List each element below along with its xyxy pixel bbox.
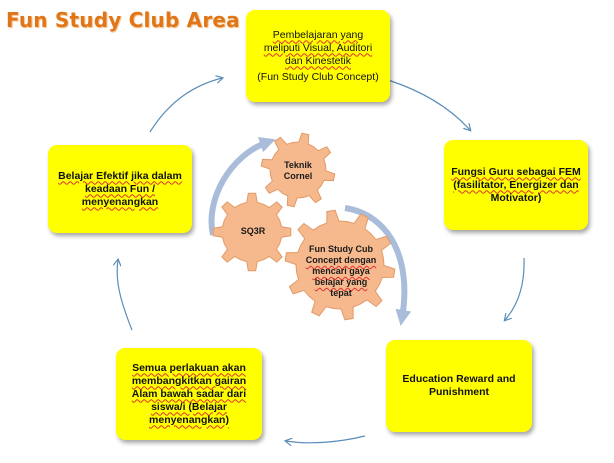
gear-concept-line-5: tepat: [330, 288, 352, 298]
box-top-line-4: (Fun Study Club Concept): [257, 70, 379, 83]
box-top-line-1: Pembelajaran yang: [272, 28, 364, 41]
box-bottom-left-line-5: menyenangkan): [149, 413, 229, 426]
gear-concept-line-4: belajar yang: [314, 277, 368, 287]
gear-label-teknik-cornel: Teknik Cornel: [268, 160, 328, 182]
gear-concept-line-3: mencari gaya: [312, 266, 370, 276]
box-bottom-right-line-1: Education Reward and: [402, 373, 516, 385]
box-pembelajaran: Pembelajaran yang meliputi Visual, Audit…: [246, 10, 390, 102]
box-bottom-left-line-1: Semua perlakuan akan: [132, 361, 246, 374]
gear-concept: [284, 209, 396, 321]
box-bottom-left-line-2: membangkitkan gairan: [131, 374, 247, 387]
box-right-line-3: Motivator): [490, 191, 542, 204]
box-bottom-right-line-2: Punishment: [428, 386, 490, 398]
box-bottom-left-line-3: Alam bawah sadar dari: [131, 387, 247, 400]
gear-teknik-line-1: Teknik: [284, 160, 312, 170]
box-fungsi-guru: Fungsi Guru sebagai FEM (fasilitator, En…: [444, 140, 588, 230]
box-education-reward: Education Reward and Punishment: [386, 340, 532, 432]
gear-label-sq3r: SQ3R: [228, 226, 278, 237]
box-right-line-1: Fungsi Guru sebagai FEM: [451, 165, 581, 178]
box-semua-perlakuan: Semua perlakuan akan membangkitkan gaira…: [116, 348, 262, 440]
box-top-line-2: meliputi Visual, Auditori: [263, 41, 373, 54]
center-arrow-top: [208, 137, 276, 236]
cycle-arrow-bottom-right-to-bottom-left: [286, 435, 366, 443]
box-left-line-2: keadaan Fun /: [84, 182, 156, 195]
gear-teknik-cornel: [260, 132, 336, 208]
gear-label-concept: Fun Study Cub Concept dengan mencari gay…: [298, 244, 384, 299]
box-belajar-efektif: Belajar Efektif jika dalam keadaan Fun /…: [48, 145, 192, 233]
gear-sq3r: [212, 192, 292, 272]
cycle-arrow-left-to-top: [149, 78, 222, 133]
box-left-line-1: Belajar Efektif jika dalam: [58, 169, 182, 182]
box-top-line-3: dan Kinestetik: [285, 54, 351, 67]
cycle-arrow-top-to-right: [387, 79, 470, 130]
box-left-line-3: menyenangkan: [81, 195, 159, 208]
cycle-arrow-right-to-bottom-right: [505, 257, 525, 320]
box-right-line-2: (fasilitator, Energizer dan: [453, 178, 579, 191]
page-title: Fun Study Club Area: [6, 8, 240, 32]
gear-teknik-line-2: Cornel: [283, 171, 313, 181]
gear-sq3r-line-1: SQ3R: [240, 226, 266, 236]
center-arrow-right: [344, 205, 412, 326]
gear-concept-line-2: Concept dengan: [305, 255, 377, 265]
cycle-arrow-bottom-left-to-left: [117, 260, 133, 331]
gear-concept-line-1: Fun Study Cub: [309, 244, 373, 254]
box-bottom-left-line-4: siswa/i (Belajar: [151, 400, 227, 413]
